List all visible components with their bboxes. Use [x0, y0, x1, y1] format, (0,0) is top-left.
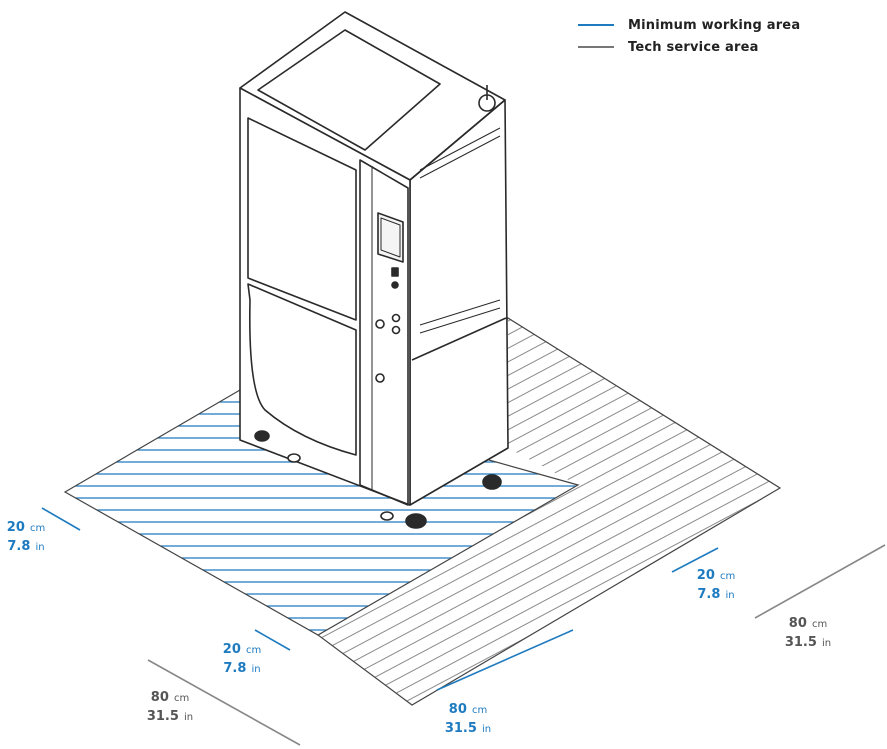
- dim-right-outer-cm-unit: cm: [811, 619, 828, 630]
- dim-left-margin-in-unit: in: [35, 542, 45, 553]
- dim-left-margin: 20 cm 7.8 in: [6, 518, 46, 556]
- dim-front-margin-cm-unit: cm: [245, 645, 262, 656]
- machine-illustration: [239, 11, 509, 529]
- dim-right-outer: 80 cm 31.5 in: [784, 614, 832, 652]
- dim-left-outer-in: 31.5: [146, 709, 179, 724]
- dim-right-margin: 20 cm 7.8 in: [696, 566, 736, 604]
- dim-left-margin-cm-unit: cm: [29, 523, 46, 534]
- dim-front-margin-in-unit: in: [251, 664, 261, 675]
- dim-front-margin-in: 7.8: [223, 661, 247, 676]
- legend-line-working: [578, 24, 614, 26]
- legend-item-working: Minimum working area: [578, 14, 800, 36]
- dim-front-margin: 20 cm 7.8 in: [222, 640, 262, 678]
- dim-right-margin-cm-unit: cm: [719, 571, 736, 582]
- legend-label-service: Tech service area: [628, 39, 759, 55]
- dim-right-margin-cm: 20: [696, 568, 715, 583]
- dim-right-margin-in: 7.8: [697, 587, 721, 602]
- dim-right-outer-in-unit: in: [822, 638, 832, 649]
- dim-front-depth-in: 31.5: [444, 721, 477, 736]
- legend: Minimum working area Tech service area: [578, 14, 800, 58]
- dimension-lines: [41, 507, 886, 746]
- dim-right-margin-in-unit: in: [725, 590, 735, 601]
- dim-front-depth: 80 cm 31.5 in: [444, 700, 492, 738]
- dim-left-margin-cm: 20: [6, 520, 25, 535]
- dim-front-depth-cm: 80: [448, 702, 467, 717]
- dim-front-margin-cm: 20: [222, 642, 241, 657]
- legend-item-service: Tech service area: [578, 36, 800, 58]
- dim-left-outer-cm: 80: [150, 690, 169, 705]
- legend-label-working: Minimum working area: [628, 17, 801, 33]
- dim-front-depth-in-unit: in: [482, 724, 492, 735]
- legend-line-service: [578, 46, 614, 48]
- dim-left-outer-in-unit: in: [184, 712, 194, 723]
- dim-front-depth-cm-unit: cm: [471, 705, 488, 716]
- dim-left-margin-in: 7.8: [7, 539, 31, 554]
- dim-left-outer-cm-unit: cm: [173, 693, 190, 704]
- dim-left-outer: 80 cm 31.5 in: [146, 688, 194, 726]
- dim-right-outer-cm: 80: [788, 616, 807, 631]
- dim-right-outer-in: 31.5: [784, 635, 817, 650]
